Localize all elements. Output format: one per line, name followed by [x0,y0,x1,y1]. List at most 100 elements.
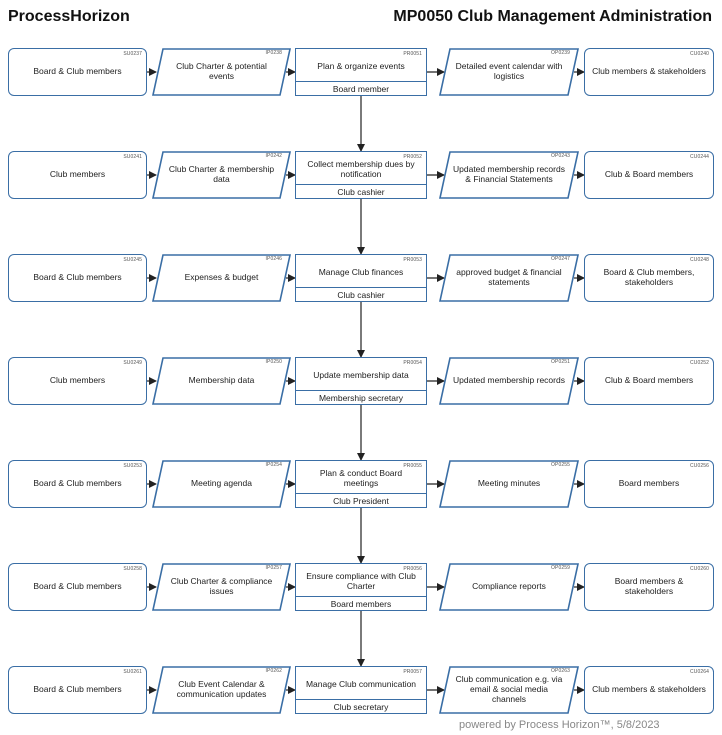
input-parallelogram [152,48,291,96]
output-code: OP0263 [551,668,570,674]
output-parallelogram [439,48,579,96]
input-parallelogram [152,460,291,508]
supplier-label: Board & Club members [33,684,122,695]
output-code: OP0255 [551,462,570,468]
output-outline [439,460,579,508]
customer-code: CU0264 [690,669,709,675]
output-parallelogram [439,357,579,405]
output-parallelogram [439,460,579,508]
process-label: Update membership data [313,369,409,380]
customer-code: CU0244 [690,154,709,160]
customer-code: CU0248 [690,257,709,263]
output-code: OP0251 [551,359,570,365]
output-label: approved budget & financial statements [456,267,562,287]
supplier-code: SU0245 [123,257,142,263]
output-label: Updated membership records [453,375,565,386]
input-code: IP0250 [265,359,282,365]
page-title: MP0050 Club Management Administration [393,8,712,25]
customer-code: CU0260 [690,566,709,572]
input-code: IP0246 [265,256,282,262]
input-label: Club Event Calendar & communication upda… [176,679,267,699]
customer-label: Board members [618,478,680,489]
customer-code: CU0240 [690,51,709,57]
output-outline [439,666,579,714]
input-outline [152,357,291,405]
output-code: OP0239 [551,50,570,56]
input-label: Club Charter & potential events [176,61,267,81]
input-outline [152,254,291,302]
output-parallelogram [439,151,579,199]
input-label: Membership data [188,375,255,386]
output-shape[interactable]: OP0247 approved budget & financial statem… [439,254,579,302]
output-label: Updated membership records & Financial S… [453,164,565,184]
customer-label: Club members & stakeholders [592,684,706,695]
supplier-label: Board & Club members [33,272,122,283]
process-role: Board member [296,81,426,95]
supplier-label: Club members [49,169,106,180]
output-label: Club communication e.g. via email & soci… [455,674,563,704]
supplier-code: SU0241 [123,154,142,160]
supplier-label: Board & Club members [33,581,122,592]
output-label: Compliance reports [472,581,546,592]
process-role: Board members [296,596,426,610]
output-code: OP0243 [551,153,570,159]
process-label: Manage Club finances [318,266,404,277]
input-label: Club Charter & compliance issues [170,576,273,596]
output-parallelogram [439,666,579,714]
output-outline [439,48,579,96]
supplier-label: Board & Club members [33,66,122,77]
output-outline [439,151,579,199]
input-parallelogram [152,357,291,405]
customer-label: Club members & stakeholders [592,66,706,77]
customer-label: Board & Club members, stakeholders [603,267,695,287]
input-parallelogram [152,563,291,611]
input-outline [152,666,291,714]
output-outline [439,254,579,302]
input-label: Club Charter & membership data [168,164,275,184]
output-code: OP0247 [551,256,570,262]
supplier-label: Board & Club members [33,478,122,489]
supplier-code: SU0253 [123,463,142,469]
output-outline [439,563,579,611]
supplier-code: SU0249 [123,360,142,366]
output-outline [439,357,579,405]
process-code: PR0056 [403,566,422,572]
process-code: PR0055 [403,463,422,469]
supplier-code: SU0261 [123,669,142,675]
